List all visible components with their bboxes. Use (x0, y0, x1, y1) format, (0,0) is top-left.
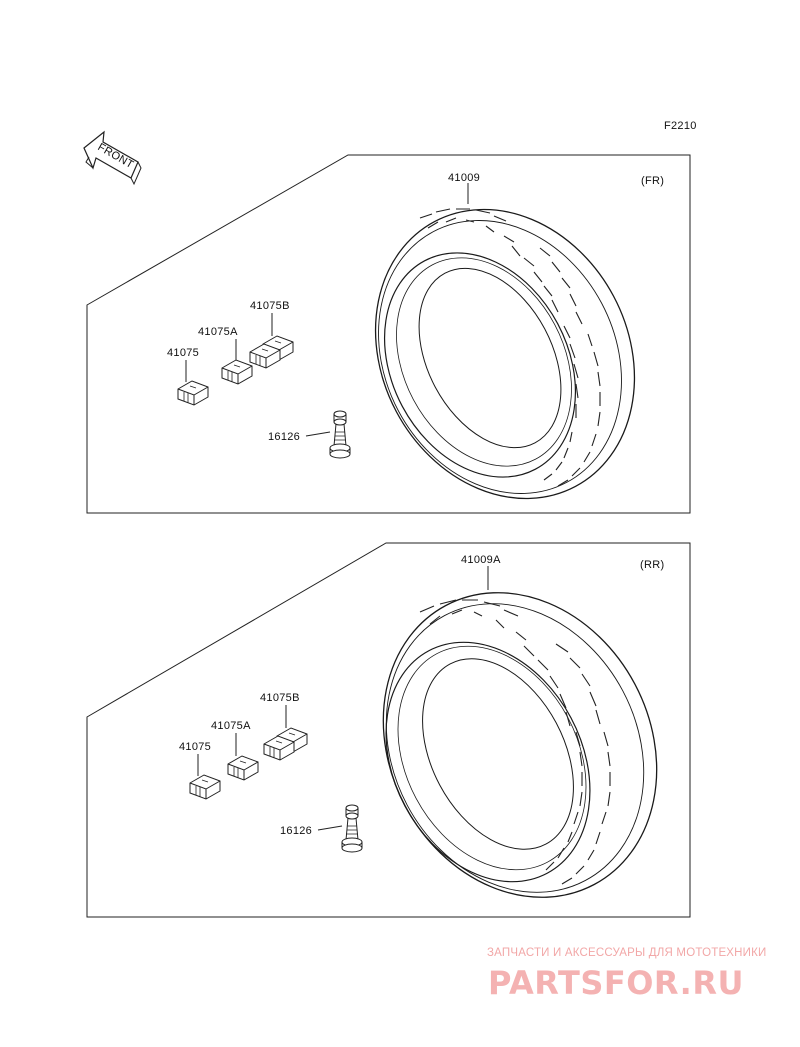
rear-weight-b-part: 41075B (260, 692, 300, 704)
panel-front-position: (FR) (641, 175, 664, 187)
panel-rear-frame (86, 542, 691, 918)
front-weight-icon (177, 380, 209, 406)
front-weight-a-part: 41075A (198, 326, 238, 338)
rear-tire (382, 592, 658, 898)
panel-front-frame (86, 154, 691, 514)
front-tire (374, 208, 636, 500)
rear-valve-part: 16126 (280, 825, 312, 837)
rear-weight-a-part: 41075A (211, 720, 251, 732)
rear-weight-icon (189, 774, 221, 800)
panel-rear: (RR) 41009A 41075B 41075A 4107 (86, 542, 691, 918)
rear-weight-a-icon (227, 755, 259, 781)
front-valve-icon (329, 410, 351, 459)
diagram-code: F2210 (664, 120, 697, 132)
front-weight-part: 41075 (167, 347, 199, 359)
rear-valve-icon (341, 804, 363, 853)
rear-weight-part: 41075 (179, 741, 211, 753)
panel-rear-position: (RR) (640, 559, 664, 571)
watermark-logo: PARTSFOR.RU (488, 964, 744, 1002)
front-valve-part: 16126 (268, 431, 300, 443)
watermark-tagline: ЗАПЧАСТИ И АКСЕССУАРЫ ДЛЯ МОТОТЕХНИКИ (487, 947, 767, 959)
rear-tire-part: 41009A (461, 554, 501, 566)
front-arrow-icon: FRONT (83, 130, 142, 186)
front-weight-a-icon (221, 359, 253, 385)
front-weight-b-part: 41075B (250, 300, 290, 312)
front-tire-part: 41009 (448, 172, 480, 184)
panel-front: (FR) 41009 41075B 41075A (86, 154, 691, 514)
